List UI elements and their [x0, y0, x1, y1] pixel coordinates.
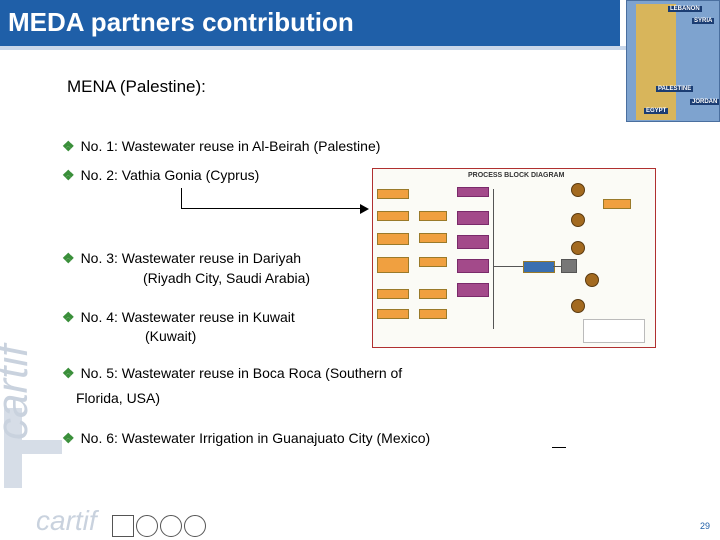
page-number: 29: [699, 521, 710, 531]
diagram-block: [419, 211, 447, 221]
watermark-logo-text: cartif: [0, 344, 37, 440]
bullet-icon: ❖: [62, 430, 75, 446]
title-bar: [0, 0, 620, 46]
list-item: ❖ No. 1: Wastewater reuse in Al-Beirah (P…: [62, 138, 380, 155]
diagram-block: [377, 257, 409, 273]
process-block-diagram: PROCESS BLOCK DIAGRAM: [372, 168, 656, 348]
diagram-block: [419, 257, 447, 267]
diagram-block: [603, 199, 631, 209]
map-label-jordan: JORDAN: [690, 99, 720, 105]
diagram-tank: [585, 273, 599, 287]
map-label-syria: SYRIA: [692, 18, 715, 24]
bullet-icon: ❖: [62, 309, 75, 325]
diagram-legend: [583, 319, 645, 343]
diagram-tank: [571, 241, 585, 255]
item-text: No. 2: Vathia Gonia (Cyprus): [80, 167, 260, 183]
diagram-block: [457, 235, 489, 249]
diagram-block: [377, 233, 409, 245]
diagram-block: [419, 289, 447, 299]
connector-line: [181, 188, 182, 208]
certification-logo: [160, 515, 182, 537]
diagram-block: [561, 259, 577, 273]
list-item: ❖ No. 2: Vathia Gonia (Cyprus): [62, 167, 259, 184]
diagram-block: [377, 309, 409, 319]
certification-logo: [112, 515, 134, 537]
diagram-block: [377, 289, 409, 299]
diagram-line: [493, 266, 523, 267]
arrow-head-icon: [360, 204, 369, 214]
title-underline: [0, 46, 720, 50]
map-label-lebanon: LEBANON: [668, 6, 702, 12]
map-label-palestine: PALESTINE: [656, 86, 694, 92]
item-text: No. 4: Wastewater reuse in Kuwait: [80, 309, 295, 325]
list-item: ❖ No. 4: Wastewater reuse in Kuwait: [62, 309, 295, 326]
diagram-block: [377, 189, 409, 199]
item-text: No. 6: Wastewater Irrigation in Guanajua…: [80, 430, 431, 446]
connector-line: [181, 208, 361, 209]
item-text-continued: Florida, USA): [76, 390, 161, 406]
item-text: No. 5: Wastewater reuse in Boca Roca (So…: [80, 365, 403, 381]
map-label-egypt: EGYPT: [644, 108, 669, 114]
diagram-block: [377, 211, 409, 221]
diagram-block: [457, 187, 489, 197]
item-text: No. 3: Wastewater reuse in Dariyah: [80, 250, 302, 266]
section-title: MENA (Palestine):: [67, 77, 206, 96]
map-land: [636, 4, 676, 120]
certification-logo: [136, 515, 158, 537]
watermark-bar: [4, 408, 22, 488]
bullet-icon: ❖: [62, 365, 75, 381]
list-item: ❖ No. 3: Wastewater reuse in Dariyah: [62, 250, 301, 267]
item-text-continued: (Riyadh City, Saudi Arabia): [143, 270, 311, 286]
diagram-line: [553, 266, 561, 267]
list-item: ❖ No. 6: Wastewater Irrigation in Guanaju…: [62, 430, 430, 447]
diagram-block: [523, 261, 555, 273]
item-text: No. 1: Wastewater reuse in Al-Beirah (Pa…: [80, 138, 381, 154]
bullet-icon: ❖: [62, 167, 75, 183]
list-item: ❖ No. 5: Wastewater reuse in Boca Roca (S…: [62, 365, 402, 382]
diagram-tank: [571, 183, 585, 197]
diagram-block: [419, 233, 447, 243]
diagram-tank: [571, 213, 585, 227]
map-frame: [626, 0, 720, 122]
certification-logo: [184, 515, 206, 537]
item-text-continued: (Kuwait): [145, 328, 197, 344]
slide-title: MEDA partners contribution: [8, 7, 354, 37]
diagram-tank: [571, 299, 585, 313]
diagram-title: PROCESS BLOCK DIAGRAM: [468, 172, 565, 179]
diagram-block: [457, 259, 489, 273]
watermark-bar: [22, 440, 62, 454]
diagram-block: [457, 283, 489, 297]
bullet-icon: ❖: [62, 250, 75, 266]
bullet-icon: ❖: [62, 138, 75, 154]
map-image: LEBANON SYRIA PALESTINE JORDAN EGYPT: [626, 0, 720, 122]
underline-stub: [552, 447, 566, 448]
diagram-block: [457, 211, 489, 225]
watermark-logo-text: cartif: [36, 505, 97, 536]
diagram-line: [493, 189, 494, 329]
diagram-block: [419, 309, 447, 319]
